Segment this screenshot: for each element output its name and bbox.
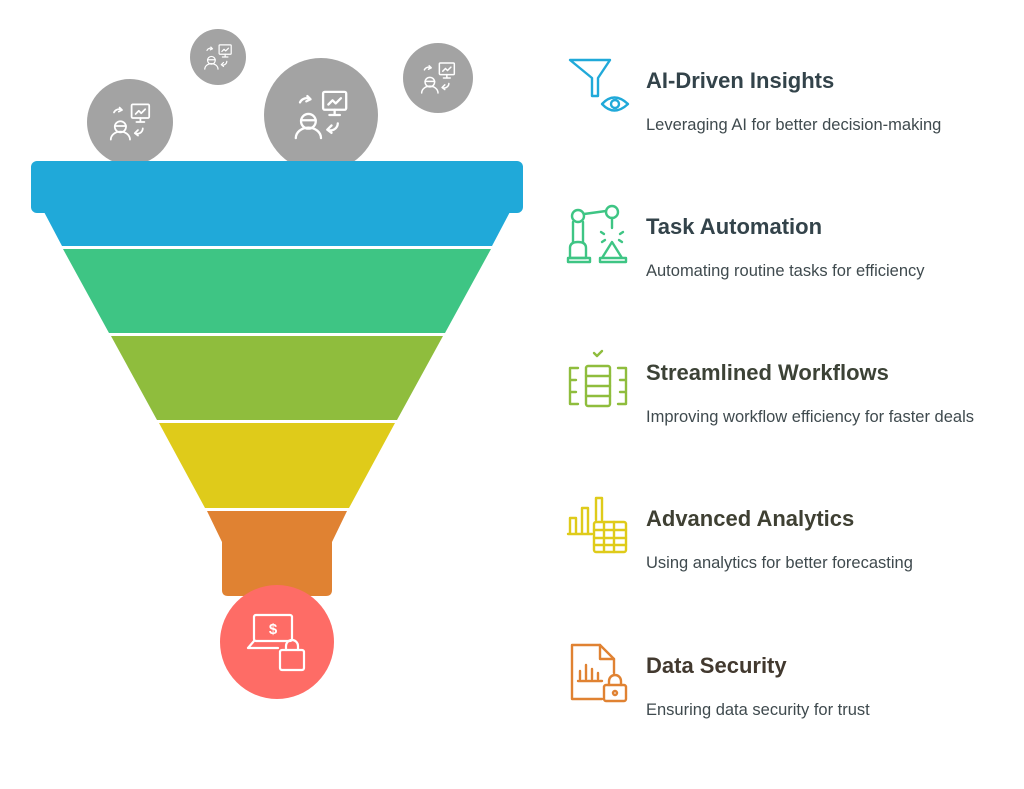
document-lock-icon — [570, 643, 628, 703]
item-description: Ensuring data security for trust — [646, 701, 870, 719]
input-bubbles — [87, 29, 473, 172]
feature-item: Streamlined Workflows Improving workflow… — [566, 348, 1024, 458]
person-presentation-icon — [190, 29, 246, 85]
feature-item: Advanced Analytics Using analytics for b… — [566, 494, 1024, 604]
funnel-eye-icon — [568, 58, 630, 112]
robot-arm-icon — [566, 204, 628, 264]
person-presentation-icon — [403, 43, 473, 113]
funnel-outlet: $ — [220, 585, 334, 699]
feature-item: Data Security Ensuring data security for… — [566, 641, 1024, 751]
funnel-stage-1 — [31, 161, 523, 246]
item-description: Using analytics for better forecasting — [646, 554, 913, 572]
laptop-shopping-icon: $ — [246, 613, 306, 672]
funnel-diagram: $ — [31, 29, 523, 699]
item-description: Improving workflow efficiency for faster… — [646, 408, 974, 426]
funnel-stage-3 — [111, 336, 443, 420]
item-description: Automating routine tasks for efficiency — [646, 262, 925, 280]
svg-text:$: $ — [269, 621, 278, 638]
item-title: Task Automation — [646, 214, 823, 239]
funnel-stage-2 — [63, 249, 491, 333]
item-description: Leveraging AI for better decision-making — [646, 116, 942, 134]
bar-chart-table-icon — [566, 496, 628, 554]
item-title: Advanced Analytics — [646, 506, 855, 531]
person-presentation-icon — [264, 58, 378, 172]
item-title: Streamlined Workflows — [646, 360, 889, 385]
item-title: AI-Driven Insights — [646, 68, 835, 93]
funnel-stage-4 — [159, 423, 395, 508]
item-title: Data Security — [646, 653, 787, 678]
funnel-stage-5 — [207, 511, 347, 596]
feature-item: Task Automation Automating routine tasks… — [566, 202, 1024, 312]
feature-item: AI-Driven Insights Leveraging AI for bet… — [566, 56, 1024, 166]
workflow-check-icon — [568, 349, 628, 408]
person-presentation-icon — [87, 79, 173, 165]
